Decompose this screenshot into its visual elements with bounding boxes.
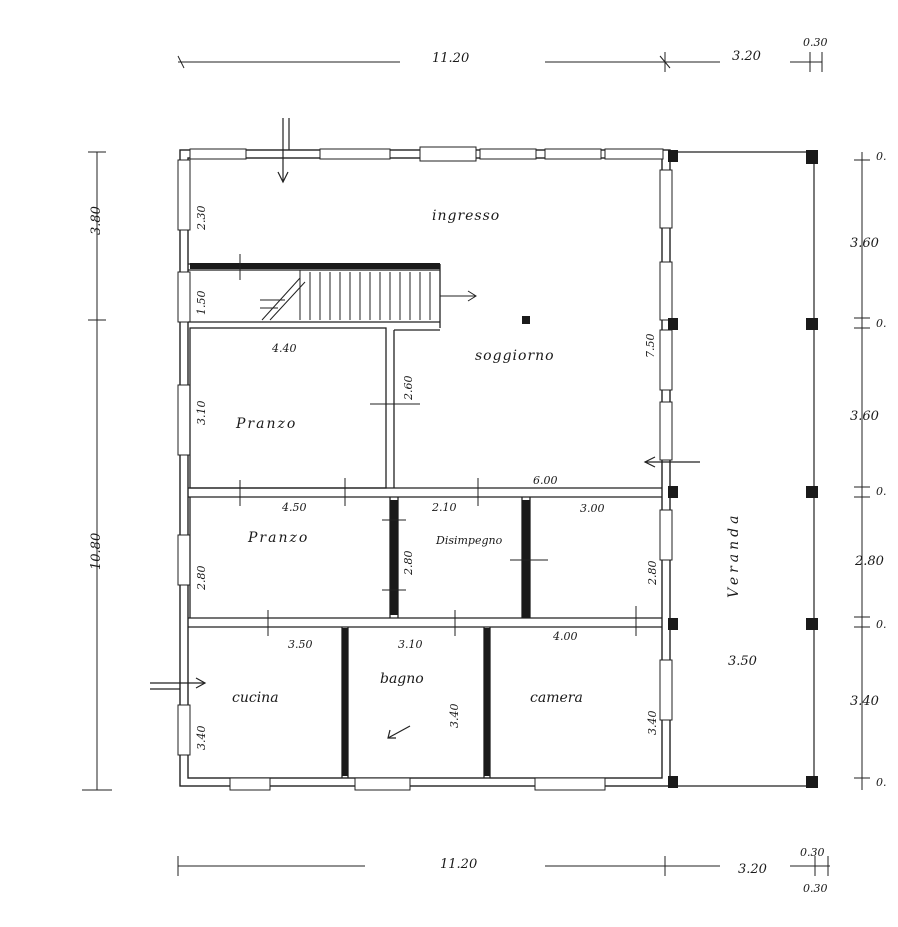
bottom-wall-dimension-a: 0.30 [800,846,825,859]
right-windows [659,169,673,721]
dim-disimpegno-width: 2.10 [431,501,457,514]
right-dimension-5: 0. [876,485,887,498]
top-veranda-dimension: 3.20 [732,49,761,64]
staircase [260,272,477,321]
door-marks [239,254,637,636]
entrance-arrows [150,118,700,739]
dim-room-mid-right-width: 3.00 [580,502,605,515]
room-label-soggiorno: soggiorno [475,348,555,364]
dim-ingresso-height: 2.30 [195,206,208,232]
bottom-windows [229,777,606,791]
dim-pranzo-top-height: 3.10 [195,401,208,426]
room-label-bagno: bagno [380,671,424,687]
dim-bagno-width: 3.10 [398,638,423,651]
dim-bagno-height: 3.40 [448,704,461,729]
dim-room-mid-right-height: 2.80 [646,561,659,587]
top-dimension-line [177,52,823,72]
right-dimension-6: 2.80 [854,554,884,569]
room-label-ingresso: ingresso [432,208,500,224]
right-dimension-8: 3.40 [850,694,879,709]
dim-stair-height: 1.50 [195,291,208,316]
right-dimension-4: 3.60 [850,409,879,424]
right-dimension-7: 0. [876,618,887,631]
room-label-pranzo-mid: Pranzo [247,530,309,546]
room-label-veranda: Veranda [726,512,742,598]
right-dimension-2: 3.60 [850,236,879,251]
thick-wall-segments [190,263,530,776]
room-label-pranzo-top: Pranzo [235,416,297,432]
bottom-veranda-dimension: 3.20 [738,862,767,877]
left-total-dimension: 10.80 [89,533,104,570]
veranda-structure [670,151,818,787]
dim-pranzo-mid-height: 2.80 [195,566,208,592]
dim-disimpegno-height: 2.80 [402,551,415,577]
top-windows [189,146,664,162]
right-dimension-3: 0. [876,317,887,330]
dim-camera-width: 4.00 [552,630,578,643]
bottom-main-dimension: 11.20 [440,857,477,872]
dim-corridor-height: 2.60 [402,376,415,402]
dim-soggiorno-height: 7.50 [644,334,657,359]
right-dimension-line [854,152,870,790]
top-main-dimension: 11.20 [432,51,469,66]
right-dimension-9: 0. [876,776,887,789]
dim-veranda-width: 3.50 [728,654,757,669]
dim-cucina-height: 3.40 [195,726,208,751]
dim-pranzo-mid-width: 4.50 [281,501,307,514]
left-upper-dimension: 3.80 [89,206,104,235]
room-label-camera: camera [530,690,583,706]
top-wall-dimension: 0.30 [803,36,828,49]
dim-pranzo-top-width: 4.40 [271,342,297,355]
room-label-disimpegno: Disimpegno [435,534,503,547]
dim-soggiorno-width: 6.00 [533,474,558,487]
right-dimension-1: 0. [876,150,887,163]
room-label-cucina: cucina [232,690,279,706]
veranda-pillars [668,150,818,788]
bottom-dimension-line [177,856,830,876]
left-windows [177,159,191,756]
left-dimension-line [82,151,112,791]
dim-cucina-width: 3.50 [288,638,313,651]
bottom-wall-dimension-b: 0.30 [803,882,828,895]
dim-camera-height: 3.40 [646,711,659,736]
